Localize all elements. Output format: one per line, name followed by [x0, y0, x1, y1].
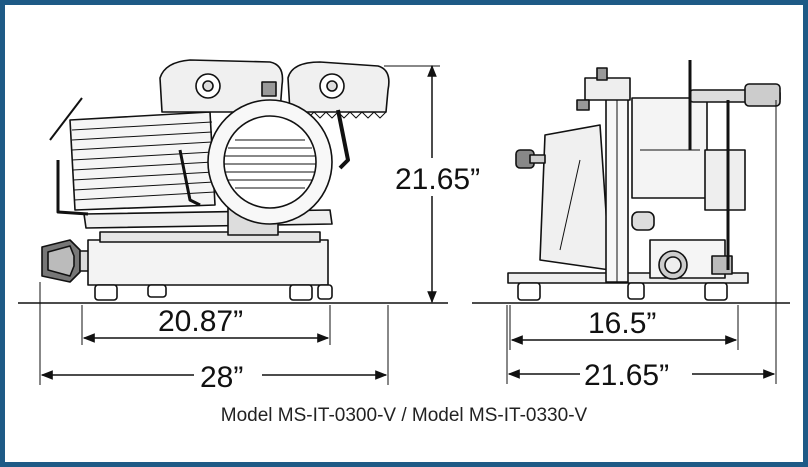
dim-label-height: 21.65” — [395, 163, 480, 196]
model-caption: Model MS-IT-0300-V / Model MS-IT-0330-V — [220, 405, 588, 426]
dim-label-side-overall: 21.65” — [584, 359, 669, 392]
dim-label-side-inner: 16.5” — [588, 307, 656, 340]
dim-label-front-inner: 20.87” — [158, 305, 243, 338]
dim-label-front-overall: 28” — [200, 361, 243, 394]
front-view — [41, 59, 390, 301]
side-view — [507, 60, 781, 301]
